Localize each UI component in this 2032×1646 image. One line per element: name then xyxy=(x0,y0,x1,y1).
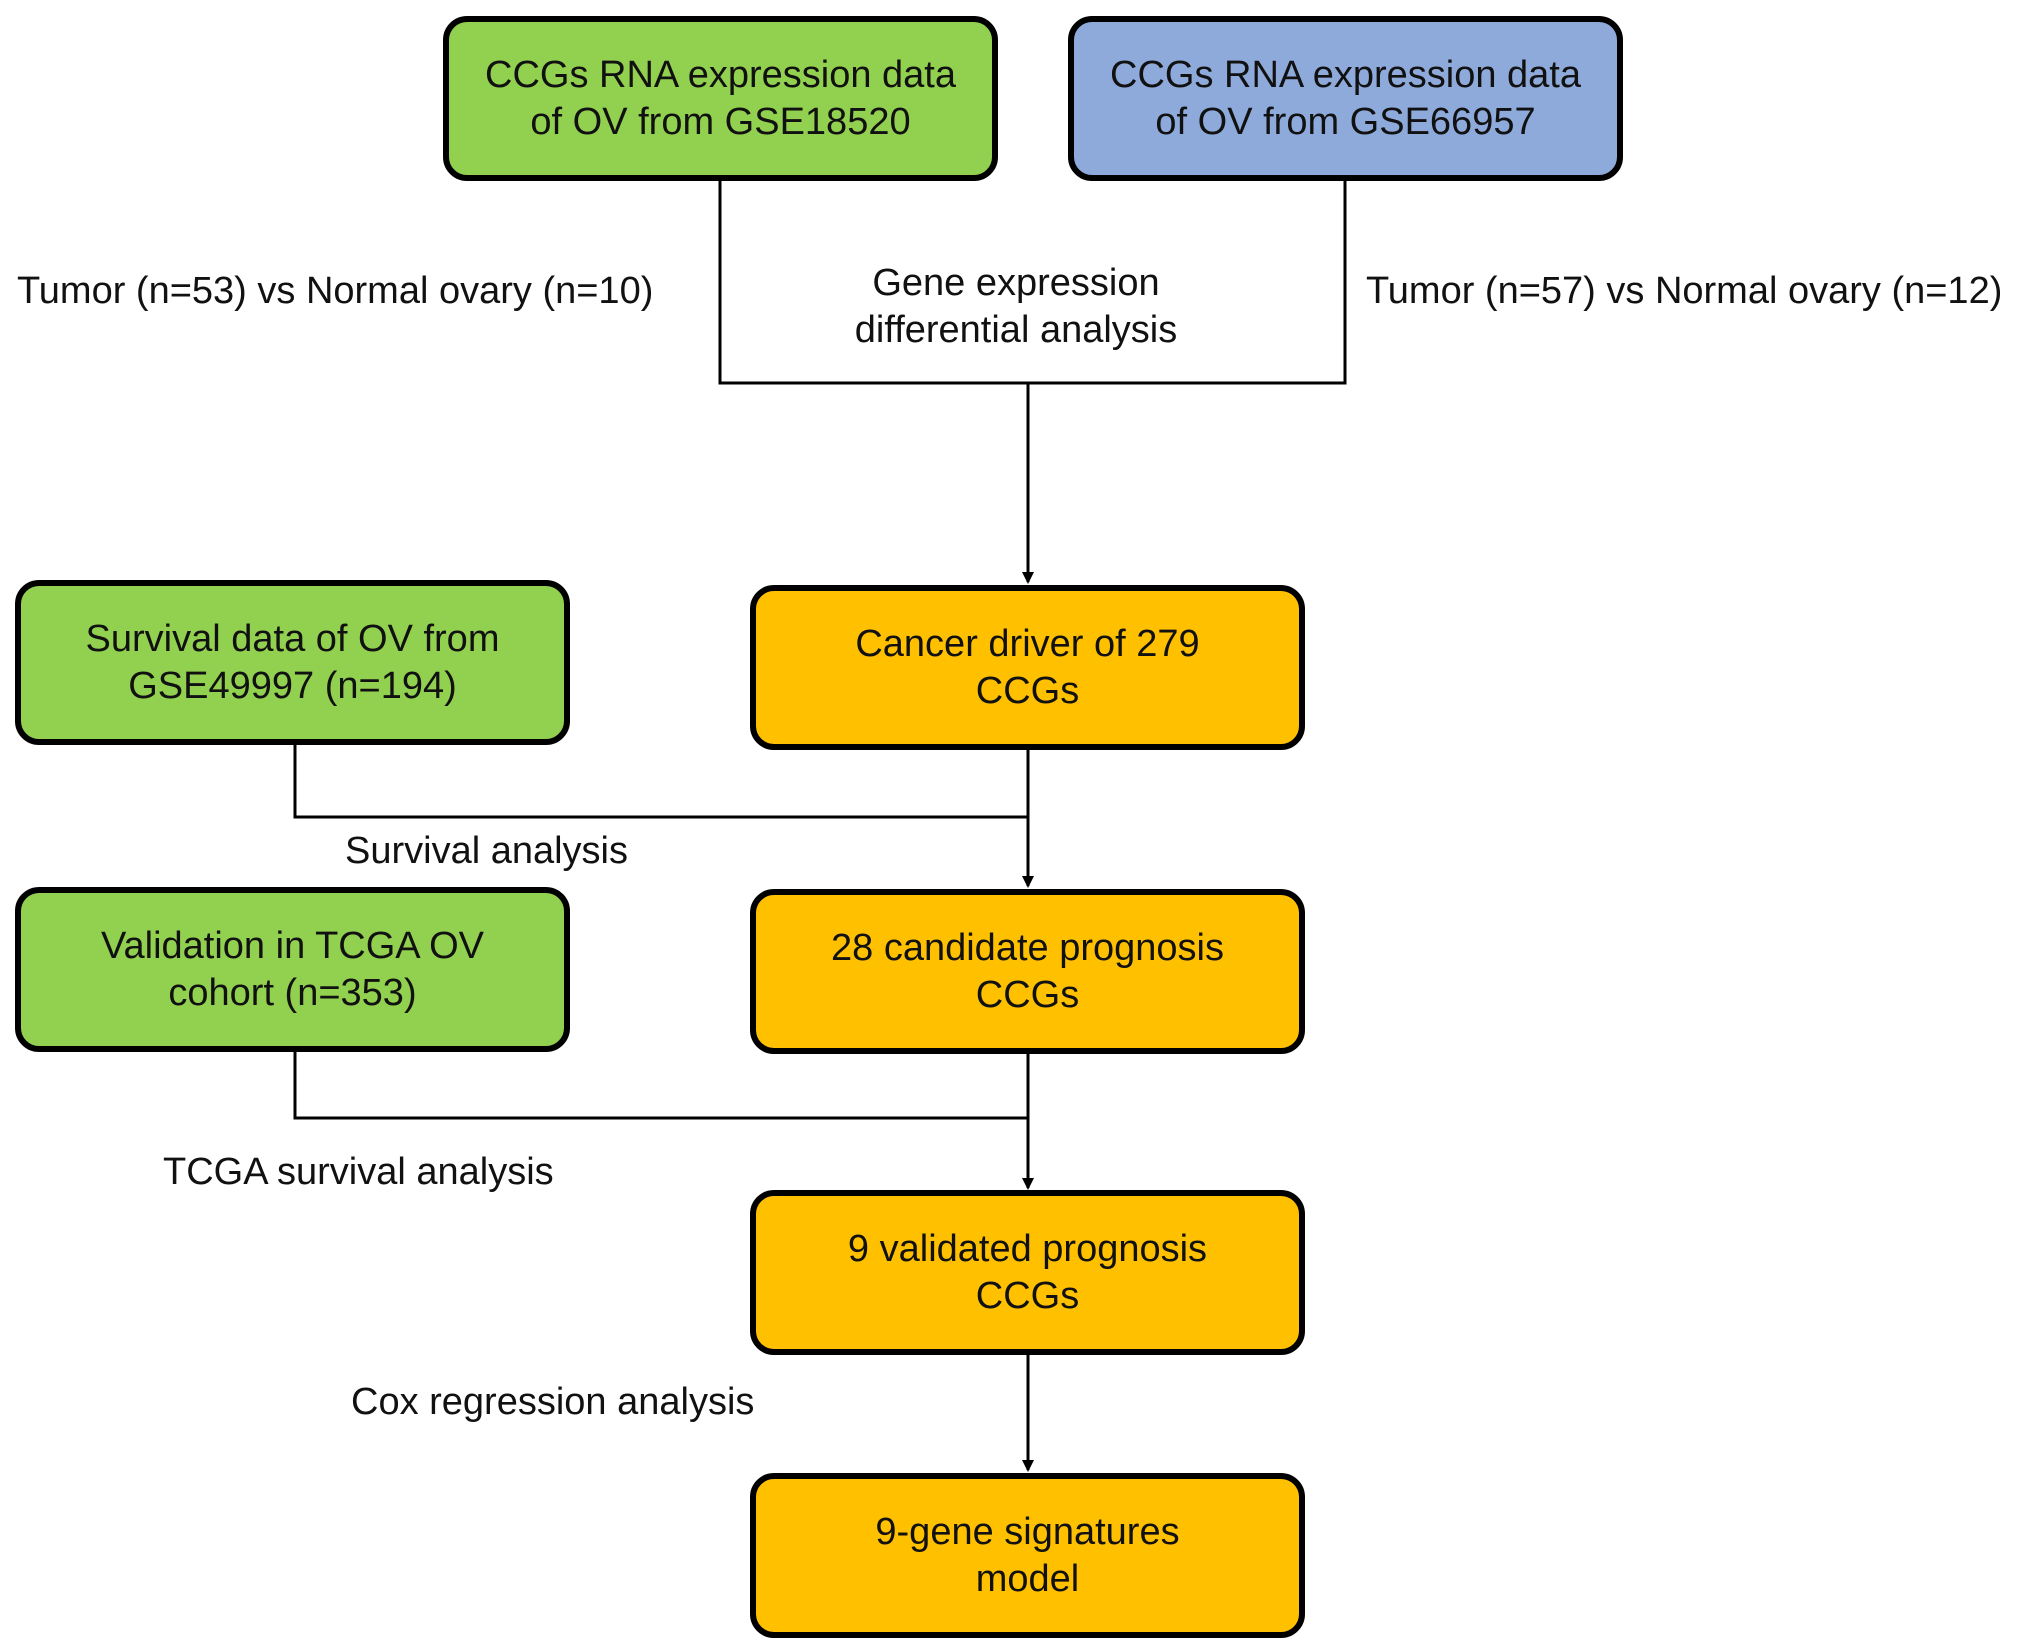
validation-line1: Validation in TCGA OV xyxy=(100,924,484,967)
survival-data-line2: GSE49997 (n=194) xyxy=(128,664,457,707)
cancer-driver-line2: CCGs xyxy=(975,669,1080,712)
differential-analysis-label: Gene expression differential analysis xyxy=(816,260,1216,354)
merge-line-top xyxy=(718,180,1347,385)
validated-box: 9 validated prognosis CCGs xyxy=(750,1190,1305,1355)
candidate-line1: 28 candidate prognosis xyxy=(831,926,1224,969)
candidate-box: 28 candidate prognosis CCGs xyxy=(750,889,1305,1054)
gse18520-line1: CCGs RNA expression data xyxy=(485,53,956,96)
signature-line1: 9-gene signatures xyxy=(875,1510,1180,1553)
left-comparison-label: Tumor (n=53) vs Normal ovary (n=10) xyxy=(17,270,654,312)
validation-line2: cohort (n=353) xyxy=(168,971,417,1014)
gse18520-box: CCGs RNA expression data of OV from GSE1… xyxy=(443,16,998,181)
survival-data-box: Survival data of OV from GSE49997 (n=194… xyxy=(15,580,570,745)
survival-merge-line xyxy=(293,743,1028,819)
gse66957-line1: CCGs RNA expression data xyxy=(1110,53,1581,96)
gse66957-box: CCGs RNA expression data of OV from GSE6… xyxy=(1068,16,1623,181)
gse18520-line2: of OV from GSE18520 xyxy=(530,100,911,143)
right-comparison-label: Tumor (n=57) vs Normal ovary (n=12) xyxy=(1366,270,2003,312)
gse66957-line2: of OV from GSE66957 xyxy=(1155,100,1536,143)
signature-line2: model xyxy=(975,1557,1080,1600)
cancer-driver-box: Cancer driver of 279 CCGs xyxy=(750,585,1305,750)
validated-line1: 9 validated prognosis xyxy=(847,1227,1208,1270)
survival-analysis-label: Survival analysis xyxy=(345,830,628,872)
validation-box: Validation in TCGA OV cohort (n=353) xyxy=(15,887,570,1052)
tcga-merge-line xyxy=(293,1049,1028,1120)
signature-box: 9-gene signatures model xyxy=(750,1473,1305,1638)
tcga-survival-analysis-label: TCGA survival analysis xyxy=(163,1151,554,1193)
cox-regression-label: Cox regression analysis xyxy=(351,1381,755,1423)
differential-line2: differential analysis xyxy=(854,309,1178,351)
candidate-line2: CCGs xyxy=(975,973,1080,1016)
survival-data-line1: Survival data of OV from xyxy=(85,617,500,660)
cancer-driver-line1: Cancer driver of 279 xyxy=(855,622,1200,665)
differential-line1: Gene expression xyxy=(872,262,1160,304)
validated-line2: CCGs xyxy=(975,1274,1080,1317)
